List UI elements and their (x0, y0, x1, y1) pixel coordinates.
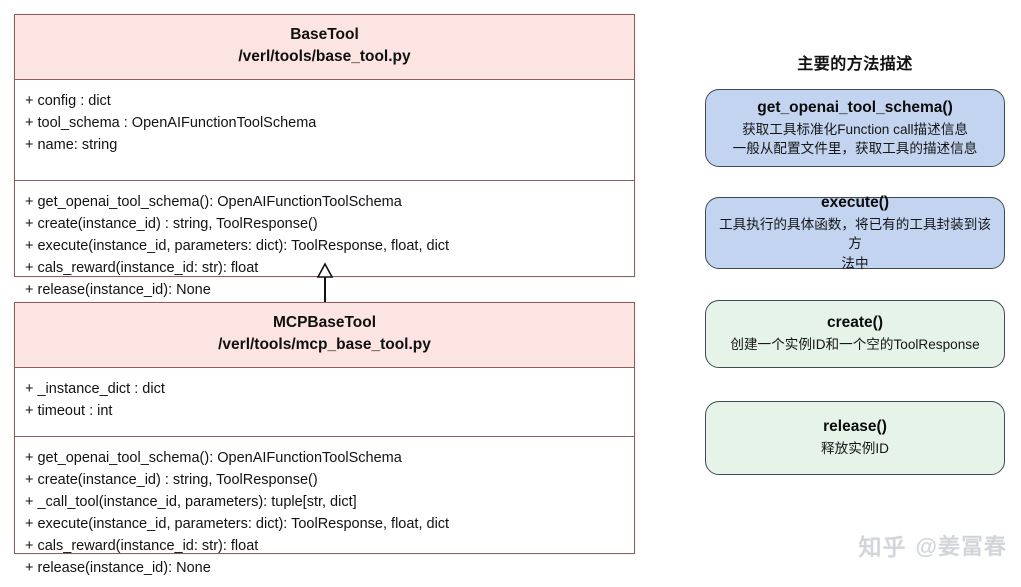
method-card-create: create() 创建一个实例ID和一个空的ToolResponse (705, 300, 1005, 368)
attribute-row: + _instance_dict : dict (25, 380, 165, 397)
method-row: + get_openai_tool_schema(): OpenAIFuncti… (25, 193, 402, 210)
method-row: + get_openai_tool_schema(): OpenAIFuncti… (25, 449, 402, 466)
method-row: + release(instance_id): None (25, 560, 211, 577)
attribute-row: + timeout : int (25, 402, 113, 419)
class-box-basetool: BaseTool /verl/tools/base_tool.py + conf… (14, 14, 635, 298)
class-name-basetool: BaseTool (290, 26, 359, 43)
method-card-description-line: 获取工具标准化Function call描述信息 (742, 121, 968, 137)
method-row: + cals_reward(instance_id: str): float (25, 538, 259, 555)
method-card-get-openai-tool-schema: get_openai_tool_schema() 获取工具标准化Function… (705, 89, 1005, 167)
method-card-description-line: 工具执行的具体函数，将已有的工具封装到该方 (719, 217, 991, 252)
attribute-row: + tool_schema : OpenAIFunctionToolSchema (25, 114, 317, 131)
method-card-description-line: 创建一个实例ID和一个空的ToolResponse (730, 337, 980, 353)
class-name-mcpbasetool: MCPBaseTool (272, 314, 377, 331)
class-header-basetool: BaseTool /verl/tools/base_tool.py (15, 15, 634, 80)
zhihu-logo-icon: 知乎 (858, 534, 907, 560)
method-card-description-line: 法中 (841, 255, 869, 271)
method-card-description-line: 一般从配置文件里，获取工具的描述信息 (732, 140, 978, 156)
method-card-name: create() (827, 314, 883, 332)
method-card-release: release() 释放实例ID (705, 401, 1005, 475)
class-box-mcpbasetool: MCPBaseTool /verl/tools/mcp_base_tool.py… (14, 302, 635, 576)
method-row: + cals_reward(instance_id: str): float (25, 260, 259, 277)
inheritance-arrow-icon (316, 262, 334, 306)
class-header-mcpbasetool: MCPBaseTool /verl/tools/mcp_base_tool.py (15, 303, 634, 368)
class-methods-basetool: + get_openai_tool_schema(): OpenAIFuncti… (15, 181, 634, 317)
class-path-mcpbasetool: /verl/tools/mcp_base_tool.py (218, 336, 431, 354)
attribute-row: + name: string (25, 137, 118, 153)
method-row: + create(instance_id) : string, ToolResp… (25, 471, 318, 488)
method-card-execute: execute() 工具执行的具体函数，将已有的工具封装到该方 法中 (705, 194, 1005, 271)
class-attributes-basetool: + config : dict + tool_schema : OpenAIFu… (15, 80, 634, 181)
method-card-name: release() (823, 418, 887, 436)
method-card-name: execute() (820, 194, 890, 212)
class-path-basetool: /verl/tools/base_tool.py (238, 48, 411, 66)
class-methods-mcpbasetool: + get_openai_tool_schema(): OpenAIFuncti… (15, 437, 634, 587)
method-row: + release(instance_id): None (25, 282, 211, 299)
method-card-description-line: 释放实例ID (821, 441, 889, 457)
watermark: 知乎 @姜冨春 (859, 528, 1007, 562)
attribute-row: + config : dict (25, 92, 111, 109)
methods-panel-title: 主要的方法描述 (797, 56, 913, 73)
watermark-handle: @姜冨春 (915, 534, 1007, 559)
method-card-name: get_openai_tool_schema() (757, 98, 953, 116)
method-row: + execute(instance_id, parameters: dict)… (25, 516, 450, 533)
method-row: + _call_tool(instance_id, parameters): t… (25, 494, 357, 510)
method-row: + create(instance_id) : string, ToolResp… (25, 215, 318, 232)
class-attributes-mcpbasetool: + _instance_dict : dict + timeout : int (15, 368, 634, 437)
method-row: + execute(instance_id, parameters: dict)… (25, 238, 450, 254)
